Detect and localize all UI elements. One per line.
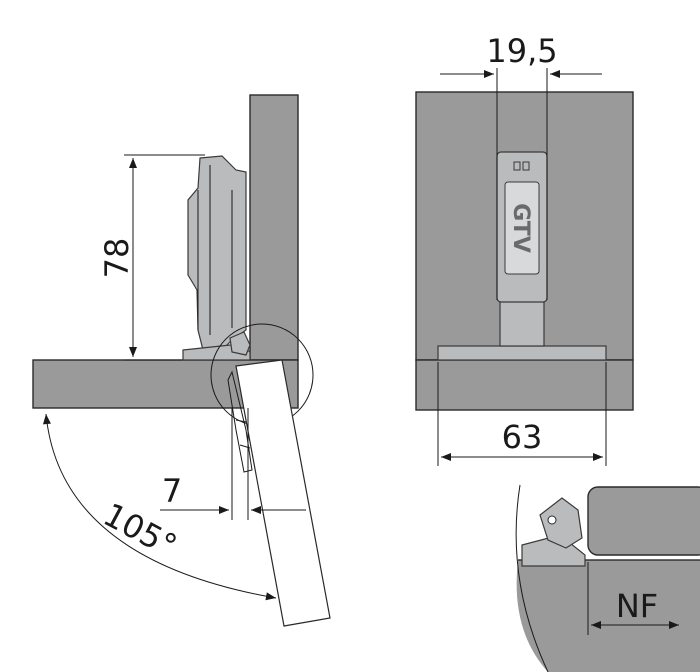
- dimension-19-5-label: 19,5: [486, 32, 557, 70]
- detail-door-panel: [516, 559, 700, 672]
- logo-plate: [504, 181, 540, 275]
- front-panel-lower: [415, 359, 634, 411]
- side-view: 78 7 105°: [32, 94, 331, 627]
- detail-view: NF: [515, 484, 700, 672]
- dimension-78: 78: [98, 154, 205, 361]
- dimension-7-label: 7: [162, 472, 182, 510]
- door-panel-open: [235, 359, 331, 627]
- dimension-63-label: 63: [502, 418, 543, 456]
- front-view: GTV 19,5 63: [415, 32, 634, 466]
- hinge-arm-neck: [499, 299, 545, 347]
- detail-side-panel: [587, 486, 700, 556]
- dimension-nf-label: NF: [616, 587, 658, 625]
- dimension-63: 63: [437, 362, 607, 466]
- dimension-78-label: 78: [98, 238, 136, 279]
- cabinet-side-panel: [249, 94, 299, 361]
- brand-logo: GTV: [508, 203, 533, 253]
- dimension-19-5: 19,5: [440, 32, 602, 300]
- mounting-plate: [437, 345, 607, 361]
